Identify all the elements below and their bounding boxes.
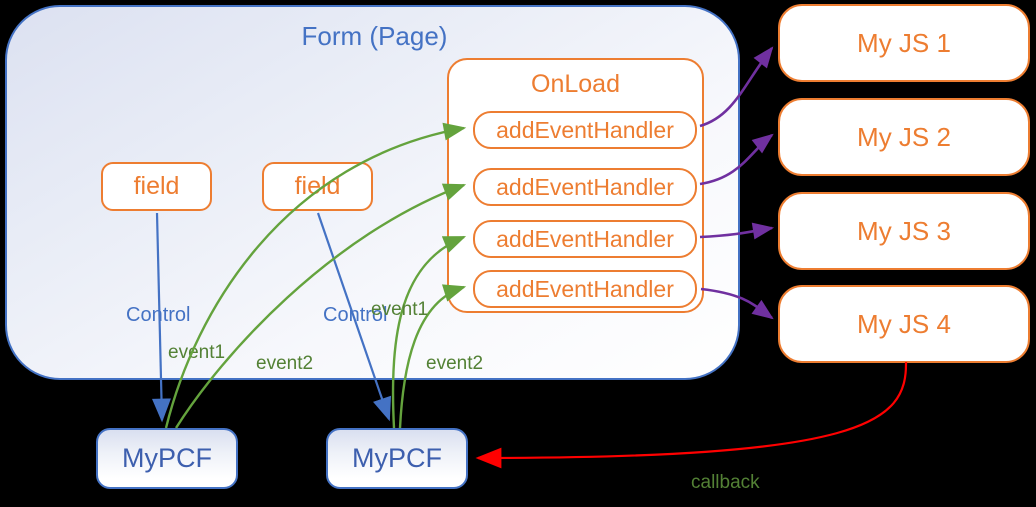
myjs-node-2: My JS 2 [778,98,1030,176]
myjs-node-1: My JS 1 [778,4,1030,82]
add-event-handler-node-3: addEventHandler [473,220,697,258]
myjs-node-2-label: My JS 2 [857,121,951,152]
field-node-1-label: field [133,172,180,200]
add-event-handler-2-label: addEventHandler [496,173,674,200]
myjs-node-4: My JS 4 [778,285,1030,363]
edge-label-event1-right: event1 [371,299,429,320]
onload-container: OnLoad addEventHandler addEventHandler a… [447,58,704,313]
mypcf-node-2-label: MyPCF [352,443,442,473]
myjs-node-4-label: My JS 4 [857,308,951,339]
edge-label-event2-left: event2 [256,353,314,374]
myjs-node-3-label: My JS 3 [857,215,951,246]
add-event-handler-node-4: addEventHandler [473,270,697,308]
mypcf-node-1: MyPCF [96,428,238,489]
field-node-2: field [262,162,373,211]
edge-label-callback: callback [691,472,760,493]
field-node-1: field [101,162,212,211]
form-page-title: Form (Page) [301,21,448,51]
mypcf-node-2: MyPCF [326,428,468,489]
edge-label-event2-right: event2 [426,353,484,374]
myjs-node-3: My JS 3 [778,192,1030,270]
myjs-node-1-label: My JS 1 [857,27,951,58]
add-event-handler-4-label: addEventHandler [496,275,674,302]
add-event-handler-node-1: addEventHandler [473,111,697,149]
add-event-handler-node-2: addEventHandler [473,168,697,206]
edge-label-control-left: Control [126,304,191,326]
edge-label-event1-left: event1 [168,342,226,363]
mypcf-node-1-label: MyPCF [122,443,212,473]
add-event-handler-3-label: addEventHandler [496,225,674,252]
field-node-2-label: field [294,172,341,200]
onload-title: OnLoad [531,70,620,98]
add-event-handler-1-label: addEventHandler [496,116,674,143]
